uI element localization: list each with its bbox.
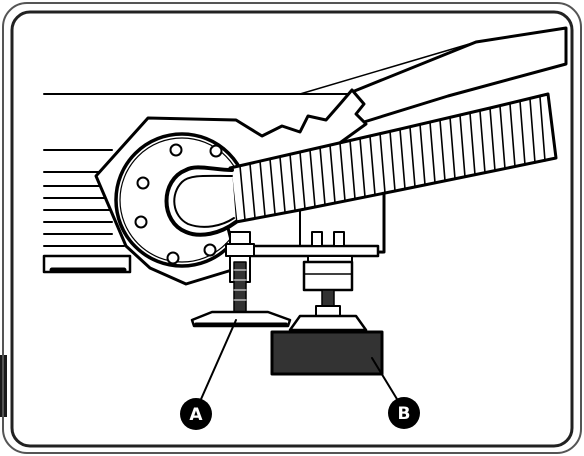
adjustable-foot-b xyxy=(270,231,384,376)
arm-ribs xyxy=(239,96,546,221)
callout-a-circle xyxy=(180,398,212,430)
inner-frame xyxy=(10,10,574,448)
leader-line-a xyxy=(197,319,237,407)
foot-b-block xyxy=(270,330,384,376)
callout-b: B xyxy=(388,397,420,429)
mounting-plate xyxy=(234,244,380,258)
callout-b-circle xyxy=(388,397,420,429)
arm-pivot-end xyxy=(164,165,238,237)
callout-a-label: A xyxy=(189,405,203,425)
flange-bolts xyxy=(134,143,223,265)
callout-b-label: B xyxy=(398,404,411,424)
leader-line-b xyxy=(371,357,401,405)
adjustable-foot-a xyxy=(190,231,292,328)
machine-illustration xyxy=(42,26,568,407)
callout-a: A xyxy=(180,398,212,430)
